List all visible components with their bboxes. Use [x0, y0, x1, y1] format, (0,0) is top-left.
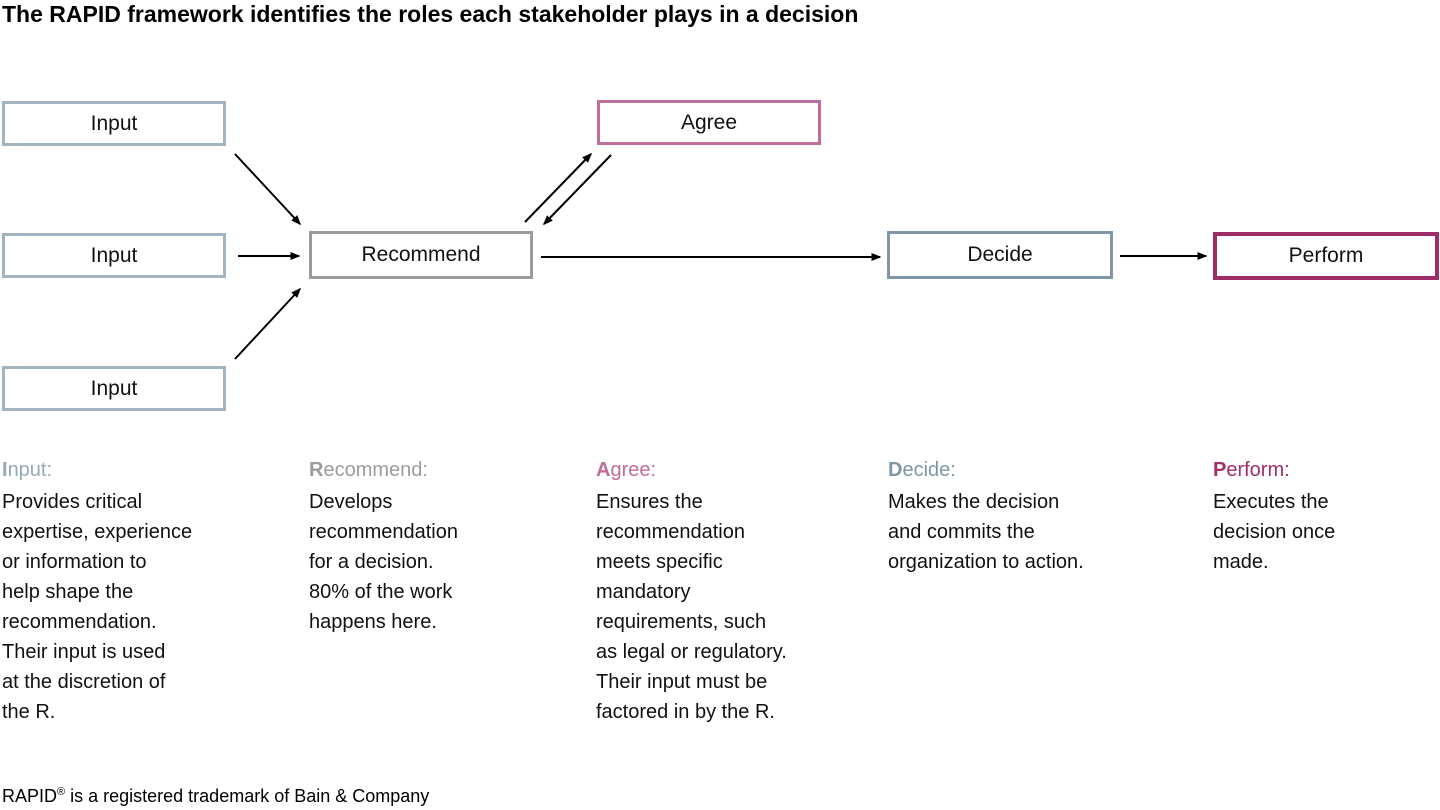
agree-description: Agree: Ensures the recommendation meets …	[596, 455, 846, 727]
perform-box-label: Perform	[1288, 244, 1364, 267]
trademark-name: RAPID	[2, 786, 58, 806]
decide-description-header: Decide:	[888, 459, 956, 481]
registered-trademark-symbol: ®	[57, 786, 66, 798]
perform-description-header: Perform:	[1213, 459, 1290, 481]
agree-description-header: Agree:	[596, 459, 657, 481]
arrow-recommend-to-agree	[524, 152, 593, 223]
trademark-text: is a registered trademark of Bain & Comp…	[65, 786, 430, 806]
decide-box: Decide	[887, 231, 1113, 279]
decide-description-body: Makes the decision and commits the organ…	[888, 491, 1084, 573]
recommend-description-header: Recommend:	[309, 459, 428, 481]
input-description: Input: Provides critical expertise, expe…	[2, 455, 252, 727]
perform-box: Perform	[1213, 232, 1439, 280]
agree-description-body: Ensures the recommendation meets specifi…	[596, 491, 787, 723]
arrow-input3-to-recommend	[234, 287, 302, 360]
input-description-header: Input:	[2, 459, 53, 481]
input-box-1: Input	[2, 101, 226, 146]
input-box-3: Input	[2, 366, 226, 411]
input-box-2-label: Input	[90, 243, 138, 267]
page-title: The RAPID framework identifies the roles…	[2, 1, 859, 27]
decide-description: Decide: Makes the decision and commits t…	[888, 455, 1158, 577]
perform-description-body: Executes the decision once made.	[1213, 491, 1336, 573]
perform-description: Perform: Executes the decision once made…	[1213, 455, 1433, 577]
recommend-box-label: Recommend	[361, 243, 481, 266]
arrow-agree-to-recommend	[542, 154, 612, 226]
recommend-box: Recommend	[309, 231, 533, 279]
recommend-description: Recommend: Develops recommendation for a…	[309, 455, 539, 637]
input-box-3-label: Input	[90, 376, 138, 400]
trademark-note: RAPID® is a registered trademark of Bain…	[2, 786, 429, 807]
decide-box-label: Decide	[967, 243, 1033, 266]
recommend-description-body: Develops recommendation for a decision. …	[309, 491, 458, 633]
input-description-body: Provides critical expertise, experience …	[2, 491, 193, 723]
agree-box-label: Agree	[680, 110, 738, 134]
input-box-1-label: Input	[90, 111, 138, 135]
arrow-input1-to-recommend	[234, 153, 302, 226]
agree-box: Agree	[597, 100, 821, 145]
input-box-2: Input	[2, 233, 226, 278]
